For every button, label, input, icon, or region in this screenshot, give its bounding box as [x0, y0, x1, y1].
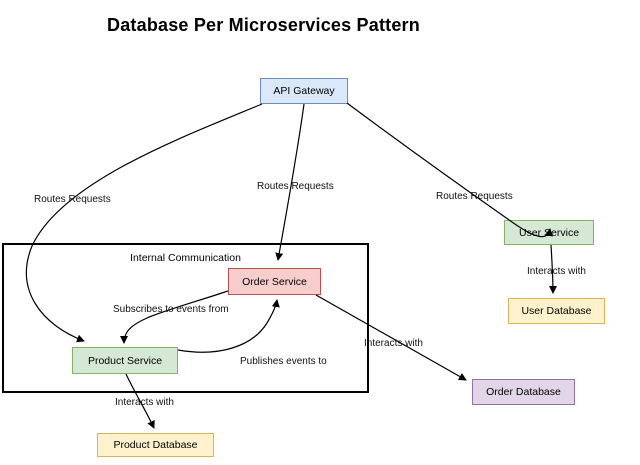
edge-label-routes-requests-left: Routes Requests — [34, 194, 111, 205]
edge-label-routes-requests-middle: Routes Requests — [257, 181, 334, 192]
node-product-service: Product Service — [72, 347, 178, 374]
edge-label-routes-requests-right: Routes Requests — [436, 191, 513, 202]
edge-label-publishes-events: Publishes events to — [240, 356, 327, 367]
edge-label-interacts-with-user: Interacts with — [527, 266, 586, 277]
edge-label-interacts-with-product: Interacts with — [115, 397, 174, 408]
edge-label-interacts-with-order: Interacts with — [364, 338, 423, 349]
edge-gateway-to-user-service — [346, 102, 553, 238]
node-api-gateway: API Gateway — [260, 78, 348, 104]
internal-communication-group: Internal Communication — [2, 243, 369, 393]
node-order-database: Order Database — [472, 379, 575, 405]
node-product-database: Product Database — [97, 433, 214, 457]
internal-communication-label: Internal Communication — [130, 252, 241, 264]
edge-label-subscribes-to-events: Subscribes to events from — [113, 304, 229, 315]
node-user-database: User Database — [508, 298, 605, 324]
diagram-title: Database Per Microservices Pattern — [107, 15, 420, 35]
node-order-service: Order Service — [228, 268, 321, 295]
node-user-service: User Service — [504, 220, 594, 245]
